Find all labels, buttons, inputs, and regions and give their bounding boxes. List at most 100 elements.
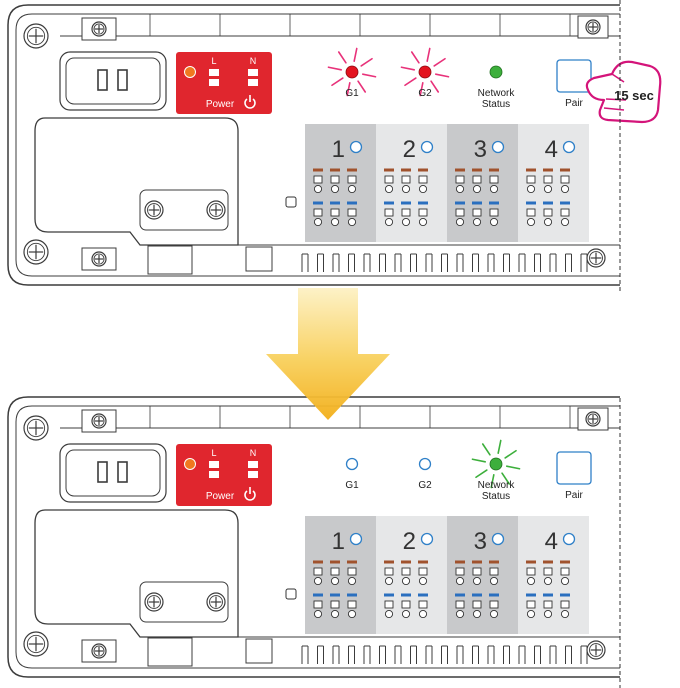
lock-icon xyxy=(285,588,297,600)
cable-fin xyxy=(549,645,557,664)
terminal-slot xyxy=(313,208,323,217)
terminal-screw xyxy=(384,609,394,619)
terminal-screw xyxy=(560,217,570,227)
terminal-screw xyxy=(526,184,536,194)
terminal-slot xyxy=(384,600,394,609)
cable-fin xyxy=(348,645,355,664)
cable-fin xyxy=(332,253,340,272)
terminal-screw xyxy=(526,217,536,227)
cable-fin xyxy=(487,253,495,272)
terminal-slot xyxy=(313,567,323,576)
plug-pin xyxy=(97,461,108,483)
terminal-slot xyxy=(313,600,323,609)
cable-fin xyxy=(472,253,479,272)
zone-number: 2 xyxy=(403,528,416,555)
finger-press-icon: 15 sec xyxy=(585,60,662,124)
terminal-screw xyxy=(489,217,499,227)
g2-led xyxy=(418,65,432,79)
zone-1: 1 xyxy=(305,516,376,634)
cable-fin xyxy=(410,253,417,272)
terminal-screw xyxy=(472,609,482,619)
terminal-slot xyxy=(330,208,340,217)
screw-icon xyxy=(91,643,107,659)
zone-led xyxy=(420,140,434,154)
terminal-slot xyxy=(384,567,394,576)
terminal-screw xyxy=(472,217,482,227)
terminal-slot xyxy=(526,208,536,217)
zone-3: 3 xyxy=(447,124,518,242)
cable-fin xyxy=(503,253,510,272)
l-label: L xyxy=(211,448,216,458)
power-panel-bg xyxy=(176,444,272,506)
power-label: Power xyxy=(206,99,235,110)
terminal-screw xyxy=(313,576,323,586)
cable-entry xyxy=(147,245,193,275)
power-panel-bg xyxy=(176,52,272,114)
screw-icon xyxy=(144,592,164,612)
g2-led xyxy=(418,457,432,471)
terminal-slot xyxy=(455,567,465,576)
plug-pin xyxy=(117,461,128,483)
power-plug-inner xyxy=(65,449,161,497)
terminal-screw xyxy=(543,184,553,194)
terminal-screw xyxy=(401,576,411,586)
cable-fin xyxy=(348,253,355,272)
pair-button[interactable] xyxy=(556,451,592,485)
finger-outline xyxy=(585,60,662,124)
cable-fin xyxy=(456,645,464,664)
terminal-slot xyxy=(455,600,465,609)
terminal-slot xyxy=(384,175,394,184)
terminal-screw xyxy=(313,217,323,227)
pair-button[interactable] xyxy=(556,59,592,93)
terminal-slot xyxy=(489,567,499,576)
cable-fin xyxy=(317,645,324,664)
cable-fin xyxy=(565,253,572,272)
zone-number: 3 xyxy=(474,528,487,555)
terminal-slot xyxy=(489,175,499,184)
screw-icon xyxy=(585,411,601,427)
power-label: Power xyxy=(206,491,235,502)
cable-fin xyxy=(565,645,572,664)
terminal-slot xyxy=(347,175,357,184)
zone-led xyxy=(349,532,363,546)
terminal-slot xyxy=(526,567,536,576)
terminal-slot xyxy=(526,600,536,609)
terminal-slot xyxy=(401,208,411,217)
cable-fin xyxy=(549,253,557,272)
zone-number: 2 xyxy=(403,136,416,163)
pair-button-face xyxy=(556,451,592,485)
cable-fin xyxy=(472,645,479,664)
cable-fin xyxy=(363,645,371,664)
terminal-screw xyxy=(526,576,536,586)
cable-fin xyxy=(425,645,433,664)
terminal-screw xyxy=(472,576,482,586)
lock-icon xyxy=(285,196,297,208)
terminal-slot xyxy=(418,567,428,576)
zone-number: 3 xyxy=(474,136,487,163)
power-led xyxy=(184,458,196,470)
zone-led xyxy=(349,140,363,154)
zone-1: 1 xyxy=(305,124,376,242)
cable-fin xyxy=(518,645,526,664)
cable-fin xyxy=(301,645,309,664)
g1-led xyxy=(345,457,359,471)
terminal-slot xyxy=(418,208,428,217)
terminal-slot xyxy=(543,175,553,184)
terminal-slot xyxy=(330,567,340,576)
zone-led xyxy=(420,532,434,546)
cable-clamp xyxy=(139,189,229,231)
terminal-slot xyxy=(560,208,570,217)
screw-icon xyxy=(91,21,107,37)
screw-icon xyxy=(23,631,49,657)
cable-fin xyxy=(332,645,340,664)
terminal-screw xyxy=(455,217,465,227)
cable-fin xyxy=(518,253,526,272)
terminal-screw xyxy=(347,576,357,586)
cable-fin xyxy=(425,253,433,272)
terminal-screw xyxy=(455,184,465,194)
zone-4: 4 xyxy=(518,516,589,634)
network-status-led-glow xyxy=(471,439,521,489)
network-label-line2: Status xyxy=(482,491,510,502)
terminal-slot xyxy=(560,175,570,184)
